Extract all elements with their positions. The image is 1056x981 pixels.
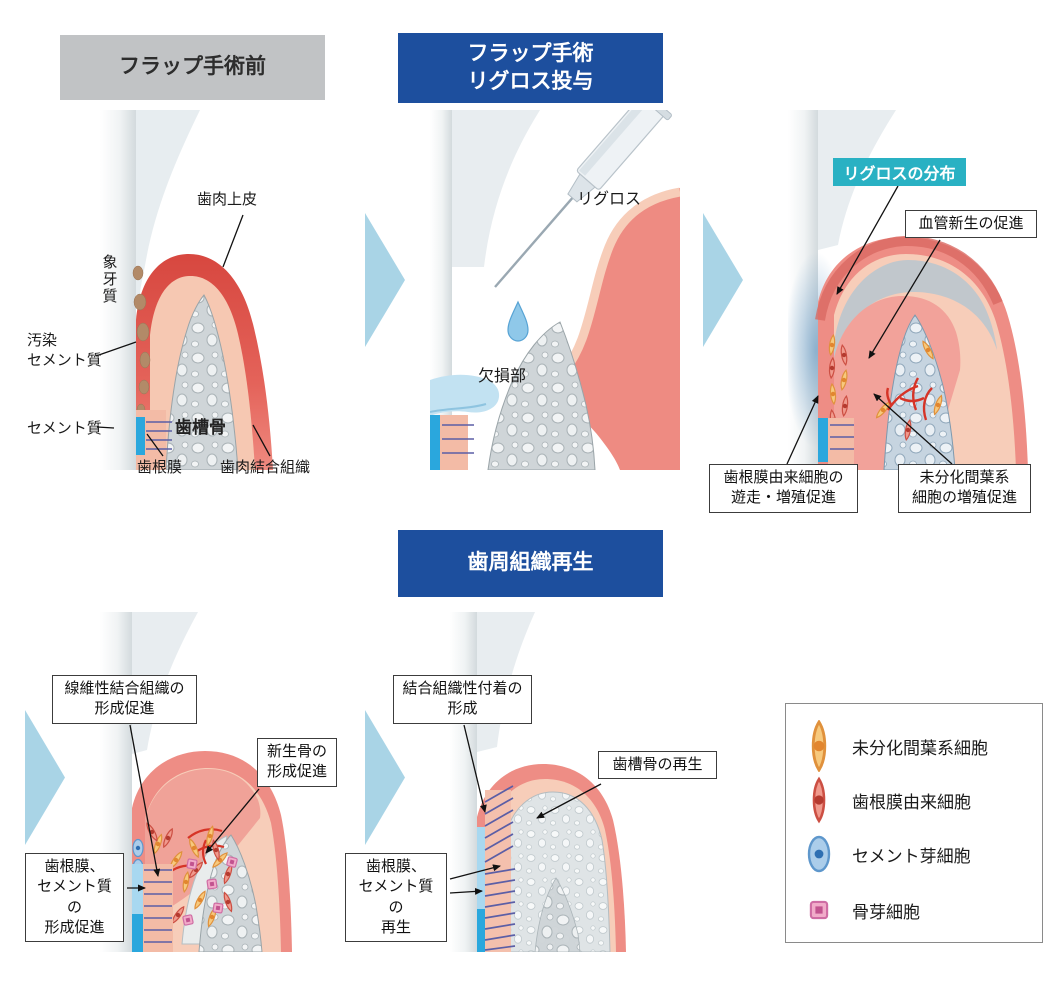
cementum-strip [818, 418, 828, 462]
mesenchymal-proliferation-box: 未分化間葉系 細胞の増殖促進 [898, 464, 1031, 513]
pdl-fibers [484, 785, 516, 951]
cementum-strip [136, 417, 145, 455]
droplet-icon [507, 300, 529, 342]
label-regroth: リグロス [577, 191, 642, 208]
legend-label: 歯根膜由来細胞 [852, 792, 971, 812]
legend-item: 骨芽細胞 [786, 884, 1042, 936]
alveolar-bone-shape [165, 294, 239, 470]
cementoblast-icon [786, 833, 852, 875]
flow-arrow-icon [703, 213, 743, 347]
pdl-band [440, 415, 468, 470]
label-periodontal-ligament: 歯根膜 [137, 459, 183, 476]
label-alveolar-bone: 歯槽骨 [175, 418, 226, 437]
label-dentin: 象牙質 [100, 254, 118, 305]
cementum-strip [477, 909, 485, 952]
label-cementum: セメント質 [27, 420, 102, 437]
pdl-cementum-regen-box: 歯根膜、 セメント質の 再生 [345, 853, 447, 942]
tooth-root [450, 612, 477, 952]
cementum-strip [132, 914, 143, 952]
legend-label: 骨芽細胞 [852, 902, 920, 922]
flow-arrow-icon [25, 710, 65, 845]
cell-legend: 未分化間葉系細胞 歯根膜由来細胞 セメント芽細胞 骨芽細胞 [785, 703, 1043, 943]
label-gingival-connective-tissue: 歯肉結合組織 [220, 459, 311, 476]
alveolar-bone-regen-box: 歯槽骨の再生 [598, 751, 717, 780]
regroth-distribution-badge: リグロスの分布 [833, 158, 966, 186]
label-defect-site: 欠損部 [478, 368, 527, 385]
connective-attachment-box: 結合組織性付着の 形成 [393, 675, 532, 724]
syringe [494, 110, 672, 288]
pdl-cementum-formation-box: 歯根膜、 セメント質の 形成促進 [25, 853, 124, 942]
angiogenesis-box: 血管新生の促進 [905, 210, 1037, 239]
legend-label: セメント芽細胞 [852, 846, 971, 866]
legend-label: 未分化間葉系細胞 [852, 738, 988, 758]
step2-header: フラップ手術 リグロス投与 [398, 33, 663, 103]
step2-title: フラップ手術 リグロス投与 [467, 41, 594, 93]
tooth-illustration-regenerated [450, 612, 626, 952]
legend-item: 未分化間葉系細胞 [786, 720, 1042, 772]
step3-title: 歯周組織再生 [467, 551, 594, 575]
tooth-illustration-before [100, 110, 273, 470]
mesenchymal-cell-icon [786, 720, 852, 772]
pdl-band [143, 864, 173, 952]
cementum-strip-new [132, 864, 143, 914]
pdl-fibers [830, 424, 854, 450]
flow-arrow-icon [365, 213, 405, 347]
flow-arrow-icon [365, 710, 405, 845]
fibrous-connective-box: 線維性結合組織の 形成促進 [52, 675, 197, 724]
regroth-pool-edge [430, 403, 487, 413]
tooth-crown [136, 110, 200, 295]
pdl-band [828, 418, 854, 470]
tooth-root [100, 110, 136, 470]
cementum-strip [430, 415, 440, 470]
step1-header: フラップ手術前 [60, 35, 325, 100]
legend-item: 歯根膜由来細胞 [786, 774, 1042, 826]
step1-title: フラップ手術前 [119, 55, 266, 79]
contaminated-cementum-spots [132, 265, 151, 417]
step3-header: 歯周組織再生 [398, 530, 663, 597]
alveolar-bone-shape [487, 321, 596, 470]
new-bone-box: 新生骨の 形成促進 [257, 738, 337, 787]
tooth-illustration-surgery [430, 110, 680, 470]
pdl-fibers [442, 424, 474, 454]
label-gingival-epithelium: 歯肉上皮 [197, 191, 258, 208]
pdl-cell-icon [786, 776, 852, 824]
label-contaminated-cementum: 汚染 セメント質 [27, 332, 102, 369]
pdl-cell-migration-box: 歯根膜由来細胞の 遊走・増殖促進 [709, 464, 858, 513]
legend-item: セメント芽細胞 [786, 828, 1042, 880]
tooth-crown [452, 110, 540, 267]
alveolar-bone-shape [534, 877, 581, 952]
cementum-strip-new [477, 827, 485, 909]
osteoblast-icon [786, 897, 852, 923]
